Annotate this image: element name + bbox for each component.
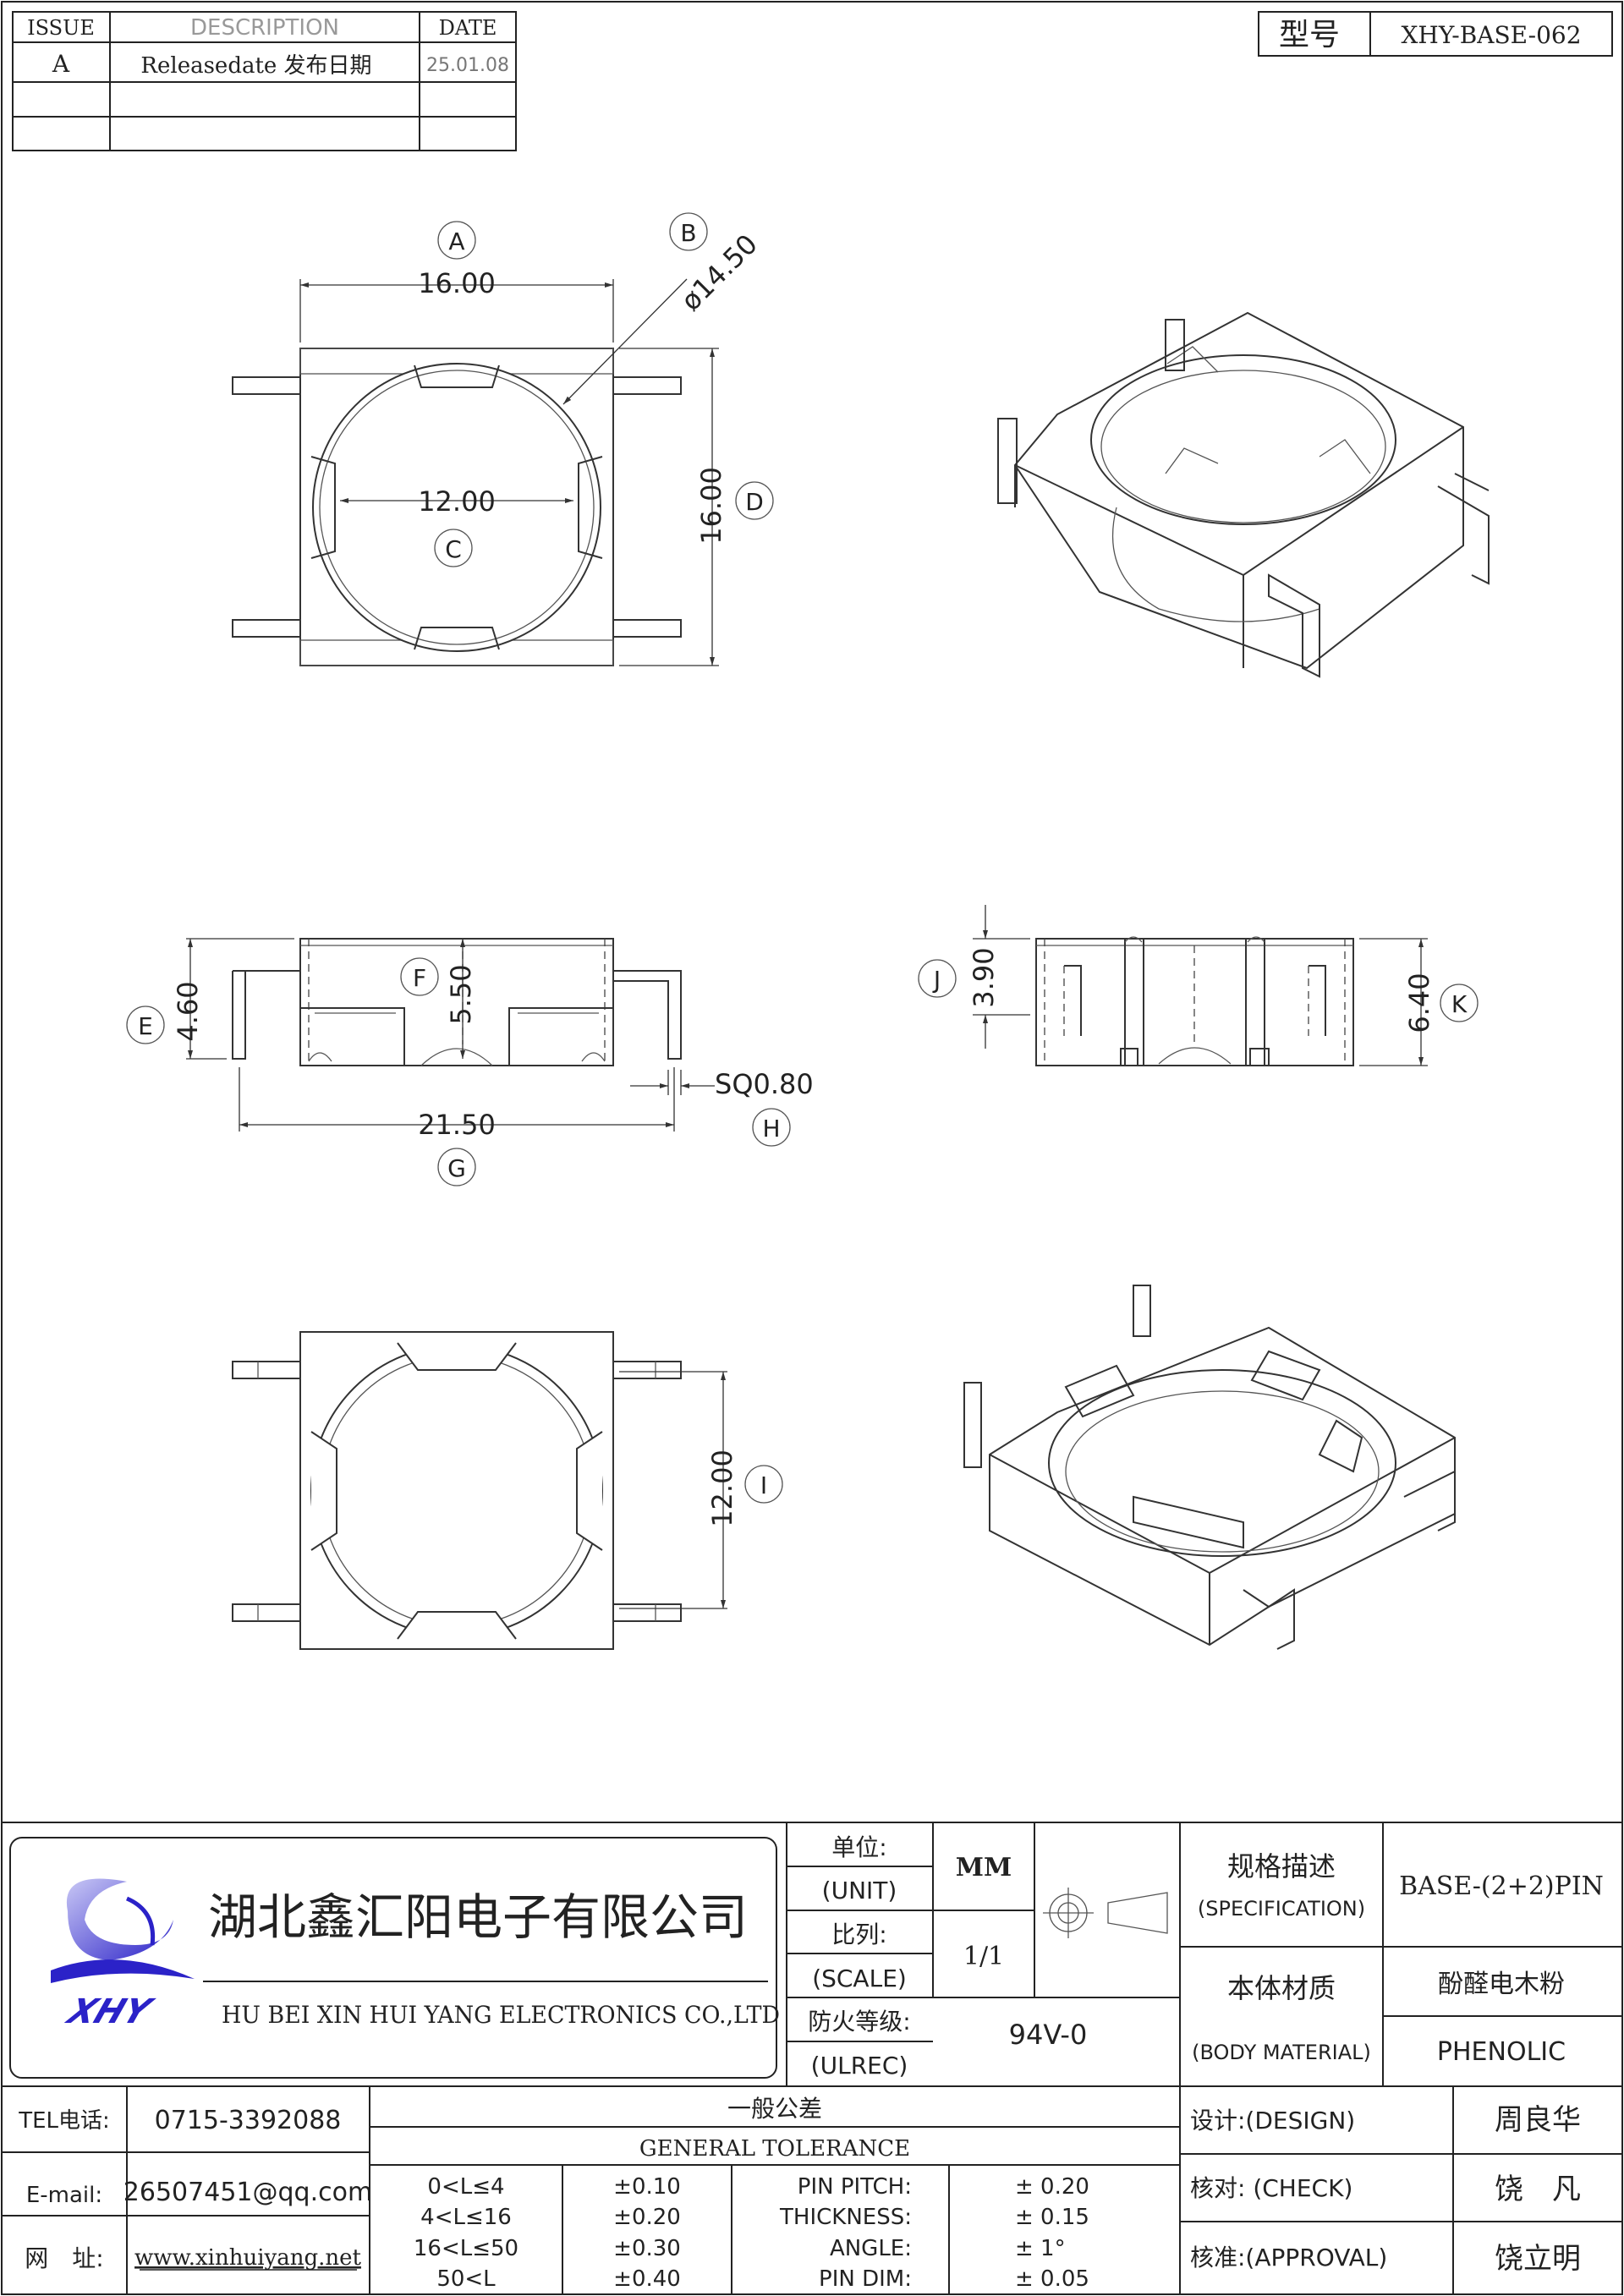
revision-table: ISSUE DESCRIPTION DATE A Releasedate 发布日… xyxy=(12,11,517,151)
material-label-cn: 本体材质 xyxy=(1227,1972,1336,2004)
tolerance-item-value: ± 0.15 xyxy=(1015,2205,1089,2230)
material-label-en: (BODY MATERIAL) xyxy=(1192,2041,1371,2064)
company-name-en: HU BEI XIN HUI YANG ELECTRONICS CO.,LTD xyxy=(222,2001,780,2029)
top-view: A B C D 16.00 12.00 16.00 ø14.50 xyxy=(232,212,774,666)
approval-label: 核准:(APPROVAL) xyxy=(1190,2244,1387,2271)
tolerance-range: 50<L xyxy=(436,2266,496,2292)
web-value: www.xinhuiyang.net xyxy=(134,2245,361,2271)
description-value: Releasedate 发布日期 xyxy=(140,53,371,79)
dim-a-value: 16.00 xyxy=(418,267,496,299)
dim-e-value: 4.60 xyxy=(172,981,204,1041)
tolerance-range: 4<L≤16 xyxy=(420,2205,512,2230)
web-label: 网 址: xyxy=(25,2244,103,2272)
logo-text: XHY xyxy=(60,1992,159,2030)
dim-d-value: 16.00 xyxy=(695,467,727,545)
svg-text:G: G xyxy=(447,1154,466,1182)
svg-text:D: D xyxy=(745,488,764,516)
description-header: DESCRIPTION xyxy=(190,15,339,41)
scale-label-cn: 比列: xyxy=(831,1921,886,1948)
svg-text:C: C xyxy=(445,535,462,563)
tel-value: 0715-3392088 xyxy=(155,2106,342,2135)
tolerance-item: THICKNESS: xyxy=(779,2205,912,2230)
tolerance-range: 16<L≤50 xyxy=(414,2236,518,2261)
tolerance-range: 0<L≤4 xyxy=(427,2174,504,2200)
tolerance-item-value: ± 1° xyxy=(1015,2236,1066,2261)
unit-value: MM xyxy=(956,1853,1012,1882)
fire-label-cn: 防火等级: xyxy=(808,2008,910,2036)
tolerance-item: PIN DIM: xyxy=(819,2266,912,2292)
svg-text:H: H xyxy=(762,1115,780,1143)
tolerance-item: PIN PITCH: xyxy=(798,2174,912,2200)
material-value-en: PHENOLIC xyxy=(1437,2037,1566,2067)
tolerance-title-cn: 一般公差 xyxy=(727,2095,822,2123)
email-value: 26507451@qq.com xyxy=(123,2178,372,2207)
company-logo: XHY xyxy=(51,1878,195,2031)
tolerance-item-value: ± 0.20 xyxy=(1015,2174,1089,2200)
front-view: E F G H 4.60 5.50 21.50 SQ0.80 xyxy=(126,938,814,1186)
svg-text:B: B xyxy=(680,219,696,247)
material-value-cn: 酚醛电木粉 xyxy=(1438,1970,1565,1999)
date-header: DATE xyxy=(439,16,497,40)
scale-label-en: (SCALE) xyxy=(812,1964,907,1992)
tolerance-value: ±0.30 xyxy=(613,2236,681,2261)
svg-text:I: I xyxy=(760,1471,767,1499)
check-label: 核对: (CHECK) xyxy=(1190,2174,1352,2202)
iso-top-view xyxy=(997,311,1490,678)
side-view: J K 3.90 6.40 xyxy=(918,905,1479,1066)
design-label: 设计:(DESIGN) xyxy=(1190,2107,1355,2134)
model-label: 型号 xyxy=(1279,18,1340,52)
tolerance-title-en: GENERAL TOLERANCE xyxy=(639,2136,910,2162)
approval-name: 饶立明 xyxy=(1495,2242,1581,2276)
dim-f-value: 5.50 xyxy=(445,964,477,1024)
dim-g-value: 21.50 xyxy=(418,1109,496,1141)
iso-bottom-view xyxy=(963,1285,1456,1650)
check-name: 饶 凡 xyxy=(1495,2173,1581,2206)
company-name-cn: 湖北鑫汇阳电子有限公司 xyxy=(208,1888,748,1946)
svg-text:A: A xyxy=(448,227,464,255)
dim-c-value: 12.00 xyxy=(418,485,496,518)
date-value: 25.01.08 xyxy=(426,55,509,76)
svg-text:J: J xyxy=(932,966,941,994)
dim-i-value: 12.00 xyxy=(706,1449,738,1527)
spec-label-cn: 规格描述 xyxy=(1227,1850,1336,1882)
scale-value: 1/1 xyxy=(963,1942,1004,1971)
dim-k-value: 6.40 xyxy=(1403,973,1435,1033)
bottom-view: I 12.00 xyxy=(232,1331,783,1650)
spec-label-en: (SPECIFICATION) xyxy=(1198,1897,1365,1921)
unit-label-en: (UNIT) xyxy=(822,1877,897,1904)
dim-j-value: 3.90 xyxy=(968,947,1000,1007)
tolerance-item: ANGLE: xyxy=(830,2236,912,2261)
tel-label: TEL电话: xyxy=(18,2108,110,2134)
tolerance-value: ±0.40 xyxy=(613,2266,681,2292)
tolerance-value: ±0.20 xyxy=(613,2205,681,2230)
title-block: XHY 湖北鑫汇阳电子有限公司 HU BEI XIN HUI YANG ELEC… xyxy=(2,1822,1622,2294)
fire-value: 94V-0 xyxy=(1009,2019,1088,2051)
svg-text:K: K xyxy=(1451,990,1468,1018)
svg-text:F: F xyxy=(413,964,426,992)
model-value: XHY-BASE-062 xyxy=(1401,21,1581,49)
design-name: 周良华 xyxy=(1495,2103,1581,2137)
fire-label-en: (ULREC) xyxy=(811,2052,908,2080)
tolerance-table: 0<L≤4 4<L≤16 16<L≤50 50<L ±0.10 ±0.20 ±0… xyxy=(414,2174,1089,2292)
tolerance-value: ±0.10 xyxy=(613,2174,681,2200)
issue-header: ISSUE xyxy=(27,16,95,40)
email-label: E-mail: xyxy=(26,2183,102,2208)
issue-value: A xyxy=(52,50,70,78)
dim-h-value: SQ0.80 xyxy=(715,1068,814,1100)
tolerance-item-value: ± 0.05 xyxy=(1015,2266,1089,2292)
projection-symbol xyxy=(1043,1888,1168,1938)
svg-text:E: E xyxy=(138,1012,153,1040)
spec-value: BASE-(2+2)PIN xyxy=(1399,1871,1604,1901)
unit-label-cn: 单位: xyxy=(831,1833,886,1861)
model-box: 型号 XHY-BASE-062 xyxy=(1258,11,1613,57)
